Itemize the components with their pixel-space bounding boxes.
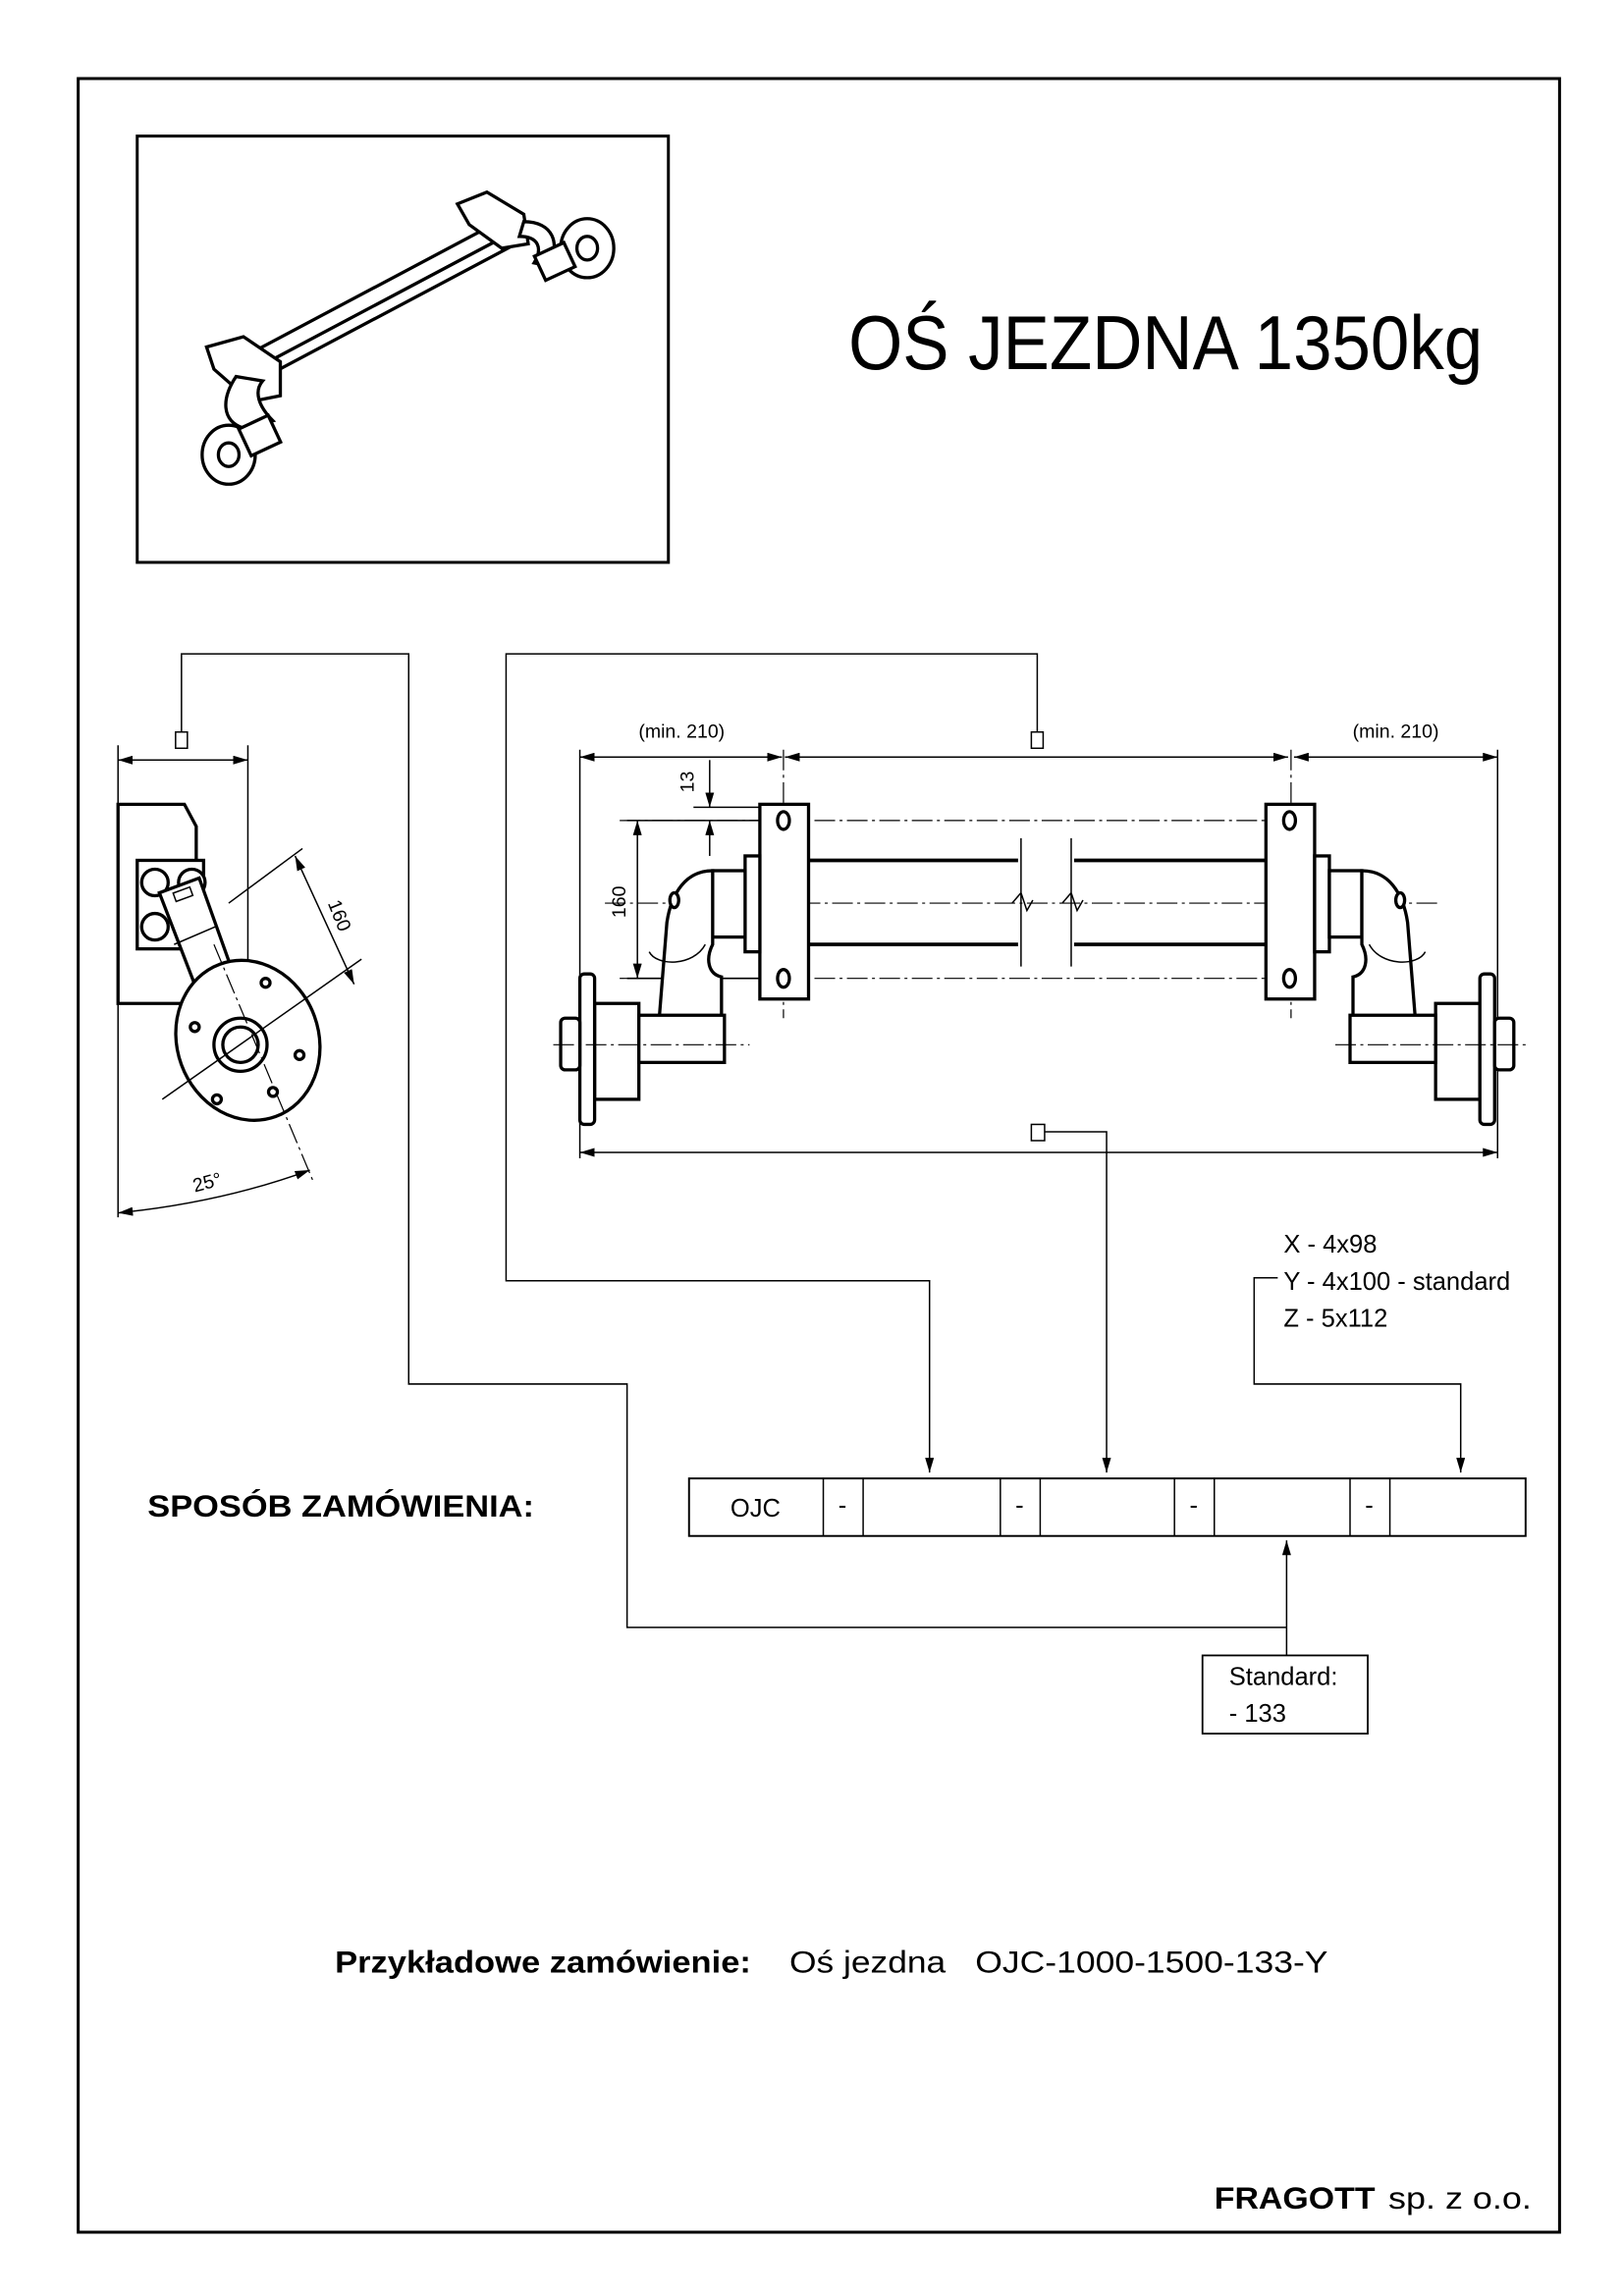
leader-lines [175, 653, 1466, 1656]
drawing-border [77, 77, 1561, 2234]
standard-box: Standard: - 133 [1201, 1654, 1369, 1735]
example-code: OJC-1000-1500-133-Y [975, 1945, 1327, 1980]
order-separator: - [1189, 1492, 1198, 1520]
side-offset-dimension: 160 [323, 897, 355, 935]
side-view: 160 25° [116, 745, 362, 1218]
order-cell-prefix: OJC [730, 1495, 781, 1522]
order-separator: - [1015, 1492, 1024, 1520]
bolt-pattern-y: Y - 4x100 - standard [1283, 1268, 1510, 1296]
order-heading: SPOSÓB ZAMÓWIENIA: [147, 1488, 534, 1523]
company-name: FRAGOTT [1215, 2180, 1376, 2216]
order-separator: - [1365, 1492, 1374, 1520]
example-label: Przykładowe zamówienie: [335, 1945, 751, 1980]
standard-label: Standard: [1229, 1663, 1338, 1690]
front-view: (min. 210) (min. 210) 13 160 [553, 721, 1528, 1159]
hole-offset-dimension: 13 [676, 772, 698, 793]
hole-spacing-dimension: 160 [609, 885, 630, 918]
drawing-title: OŚ JEZDNA 1350kg [848, 299, 1483, 386]
example-name: Oś jezdna [789, 1945, 947, 1980]
axle-3d-thumbnail [135, 134, 671, 564]
bolt-pattern-z: Z - 5x112 [1283, 1305, 1387, 1332]
order-code-form: OJC - - - - [687, 1477, 1527, 1537]
min-right-dimension: (min. 210) [1353, 721, 1439, 743]
order-separator: - [839, 1492, 847, 1520]
angle-dimension: 25° [190, 1169, 224, 1198]
bolt-pattern-x: X - 4x98 [1283, 1231, 1377, 1258]
company-suffix: sp. z o.o. [1388, 2180, 1532, 2216]
standard-value: - 133 [1229, 1700, 1286, 1728]
min-left-dimension: (min. 210) [638, 721, 725, 743]
